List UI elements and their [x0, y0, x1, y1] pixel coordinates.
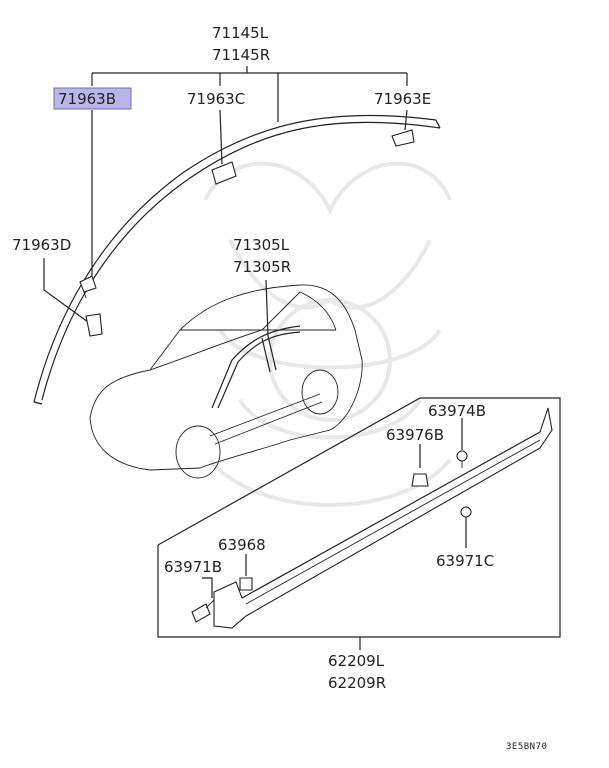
watermark-logo — [203, 161, 452, 507]
fastener-63976b — [411, 444, 429, 487]
label-71963b[interactable]: 71963B — [58, 90, 116, 108]
highlight-71963b — [53, 87, 132, 110]
fastener-63971c — [460, 506, 472, 548]
clip-71963b — [79, 110, 97, 299]
roof-molding-leaders — [91, 66, 408, 122]
clip-71963e — [391, 109, 415, 147]
fastener-63971b — [191, 577, 215, 623]
fastener-63968 — [239, 554, 253, 591]
label-71305l[interactable]: 71305L — [233, 236, 290, 254]
label-63976b[interactable]: 63976B — [386, 426, 444, 444]
label-63968[interactable]: 63968 — [218, 536, 266, 554]
label-71145r[interactable]: 71145R — [212, 46, 270, 64]
label-63971b[interactable]: 63971B — [164, 558, 222, 576]
label-62209l[interactable]: 62209L — [328, 652, 385, 670]
label-62209r[interactable]: 62209R — [328, 674, 386, 692]
label-63971c[interactable]: 63971C — [436, 552, 494, 570]
label-71305r[interactable]: 71305R — [233, 258, 291, 276]
label-71963d[interactable]: 71963D — [12, 236, 71, 254]
side-sill-molding — [213, 407, 553, 629]
car-outline — [89, 279, 363, 479]
label-71145l[interactable]: 71145L — [212, 24, 269, 42]
label-71963c[interactable]: 71963C — [187, 90, 245, 108]
clip-71963c — [211, 109, 237, 185]
label-71963e[interactable]: 71963E — [374, 90, 431, 108]
label-63974b[interactable]: 63974B — [428, 402, 486, 420]
fastener-63974b — [456, 418, 468, 468]
side-sill-box — [157, 397, 561, 650]
diagram-code: 3E5BN70 — [506, 742, 547, 752]
roof-molding — [33, 114, 441, 405]
clip-71963d — [43, 258, 103, 337]
